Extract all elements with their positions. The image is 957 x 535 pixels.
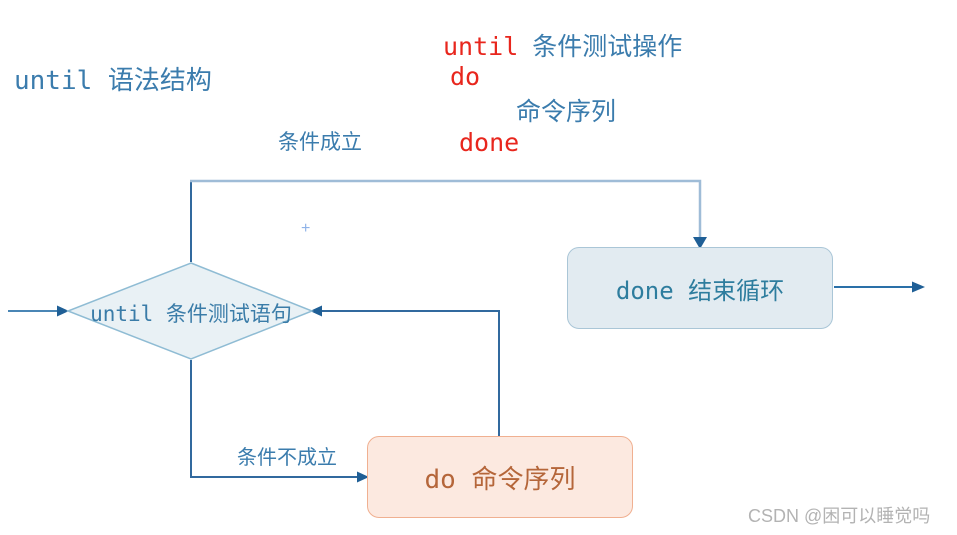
do-node-label: do 命令序列 [424, 464, 576, 495]
page-title: until 语法结构 [14, 66, 212, 96]
decision-diamond-shape [65, 262, 315, 360]
code-keyword-until: until [443, 32, 519, 61]
done-node: done 结束循环 [567, 247, 833, 329]
connector-false-branch [190, 360, 358, 478]
code-text-condition: 条件测试操作 [532, 32, 683, 61]
done-node-label: done 结束循环 [615, 276, 785, 305]
decision-node-label: until 条件测试语句 [90, 302, 292, 326]
arrowhead-into-do-box [357, 471, 369, 483]
watermark: CSDN @困可以睡觉吗 [748, 506, 931, 526]
connector-return [321, 310, 500, 436]
code-keyword-do: do [450, 62, 481, 91]
arrowhead-into-done-box [693, 237, 707, 249]
arrowhead-entry [57, 305, 69, 317]
do-node: do 命令序列 [367, 436, 633, 518]
code-keyword-done: done [459, 128, 520, 157]
arrowhead-exit [912, 281, 925, 293]
arrowhead-into-diamond [310, 305, 322, 317]
plus-marker: + [301, 220, 311, 237]
code-line-until: until 条件测试操作 [443, 27, 682, 63]
code-text-commands: 命令序列 [516, 97, 617, 126]
label-condition-true: 条件成立 [278, 130, 362, 154]
label-condition-false: 条件不成立 [237, 445, 337, 469]
connector-loop-top [190, 179, 702, 240]
